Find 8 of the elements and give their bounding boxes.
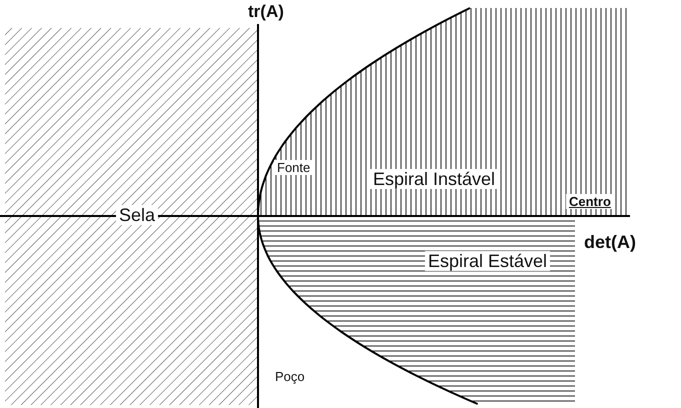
point-label: Centro bbox=[566, 194, 614, 209]
axis-label: det(A) bbox=[584, 233, 636, 251]
region-label: Poço bbox=[275, 370, 305, 383]
region-label: Fonte bbox=[274, 160, 314, 175]
axis-label: tr(A) bbox=[248, 3, 284, 20]
region-label: Sela bbox=[116, 205, 158, 225]
region-label: Espiral Estável bbox=[425, 251, 550, 271]
region-label: Espiral Instável bbox=[370, 169, 498, 189]
